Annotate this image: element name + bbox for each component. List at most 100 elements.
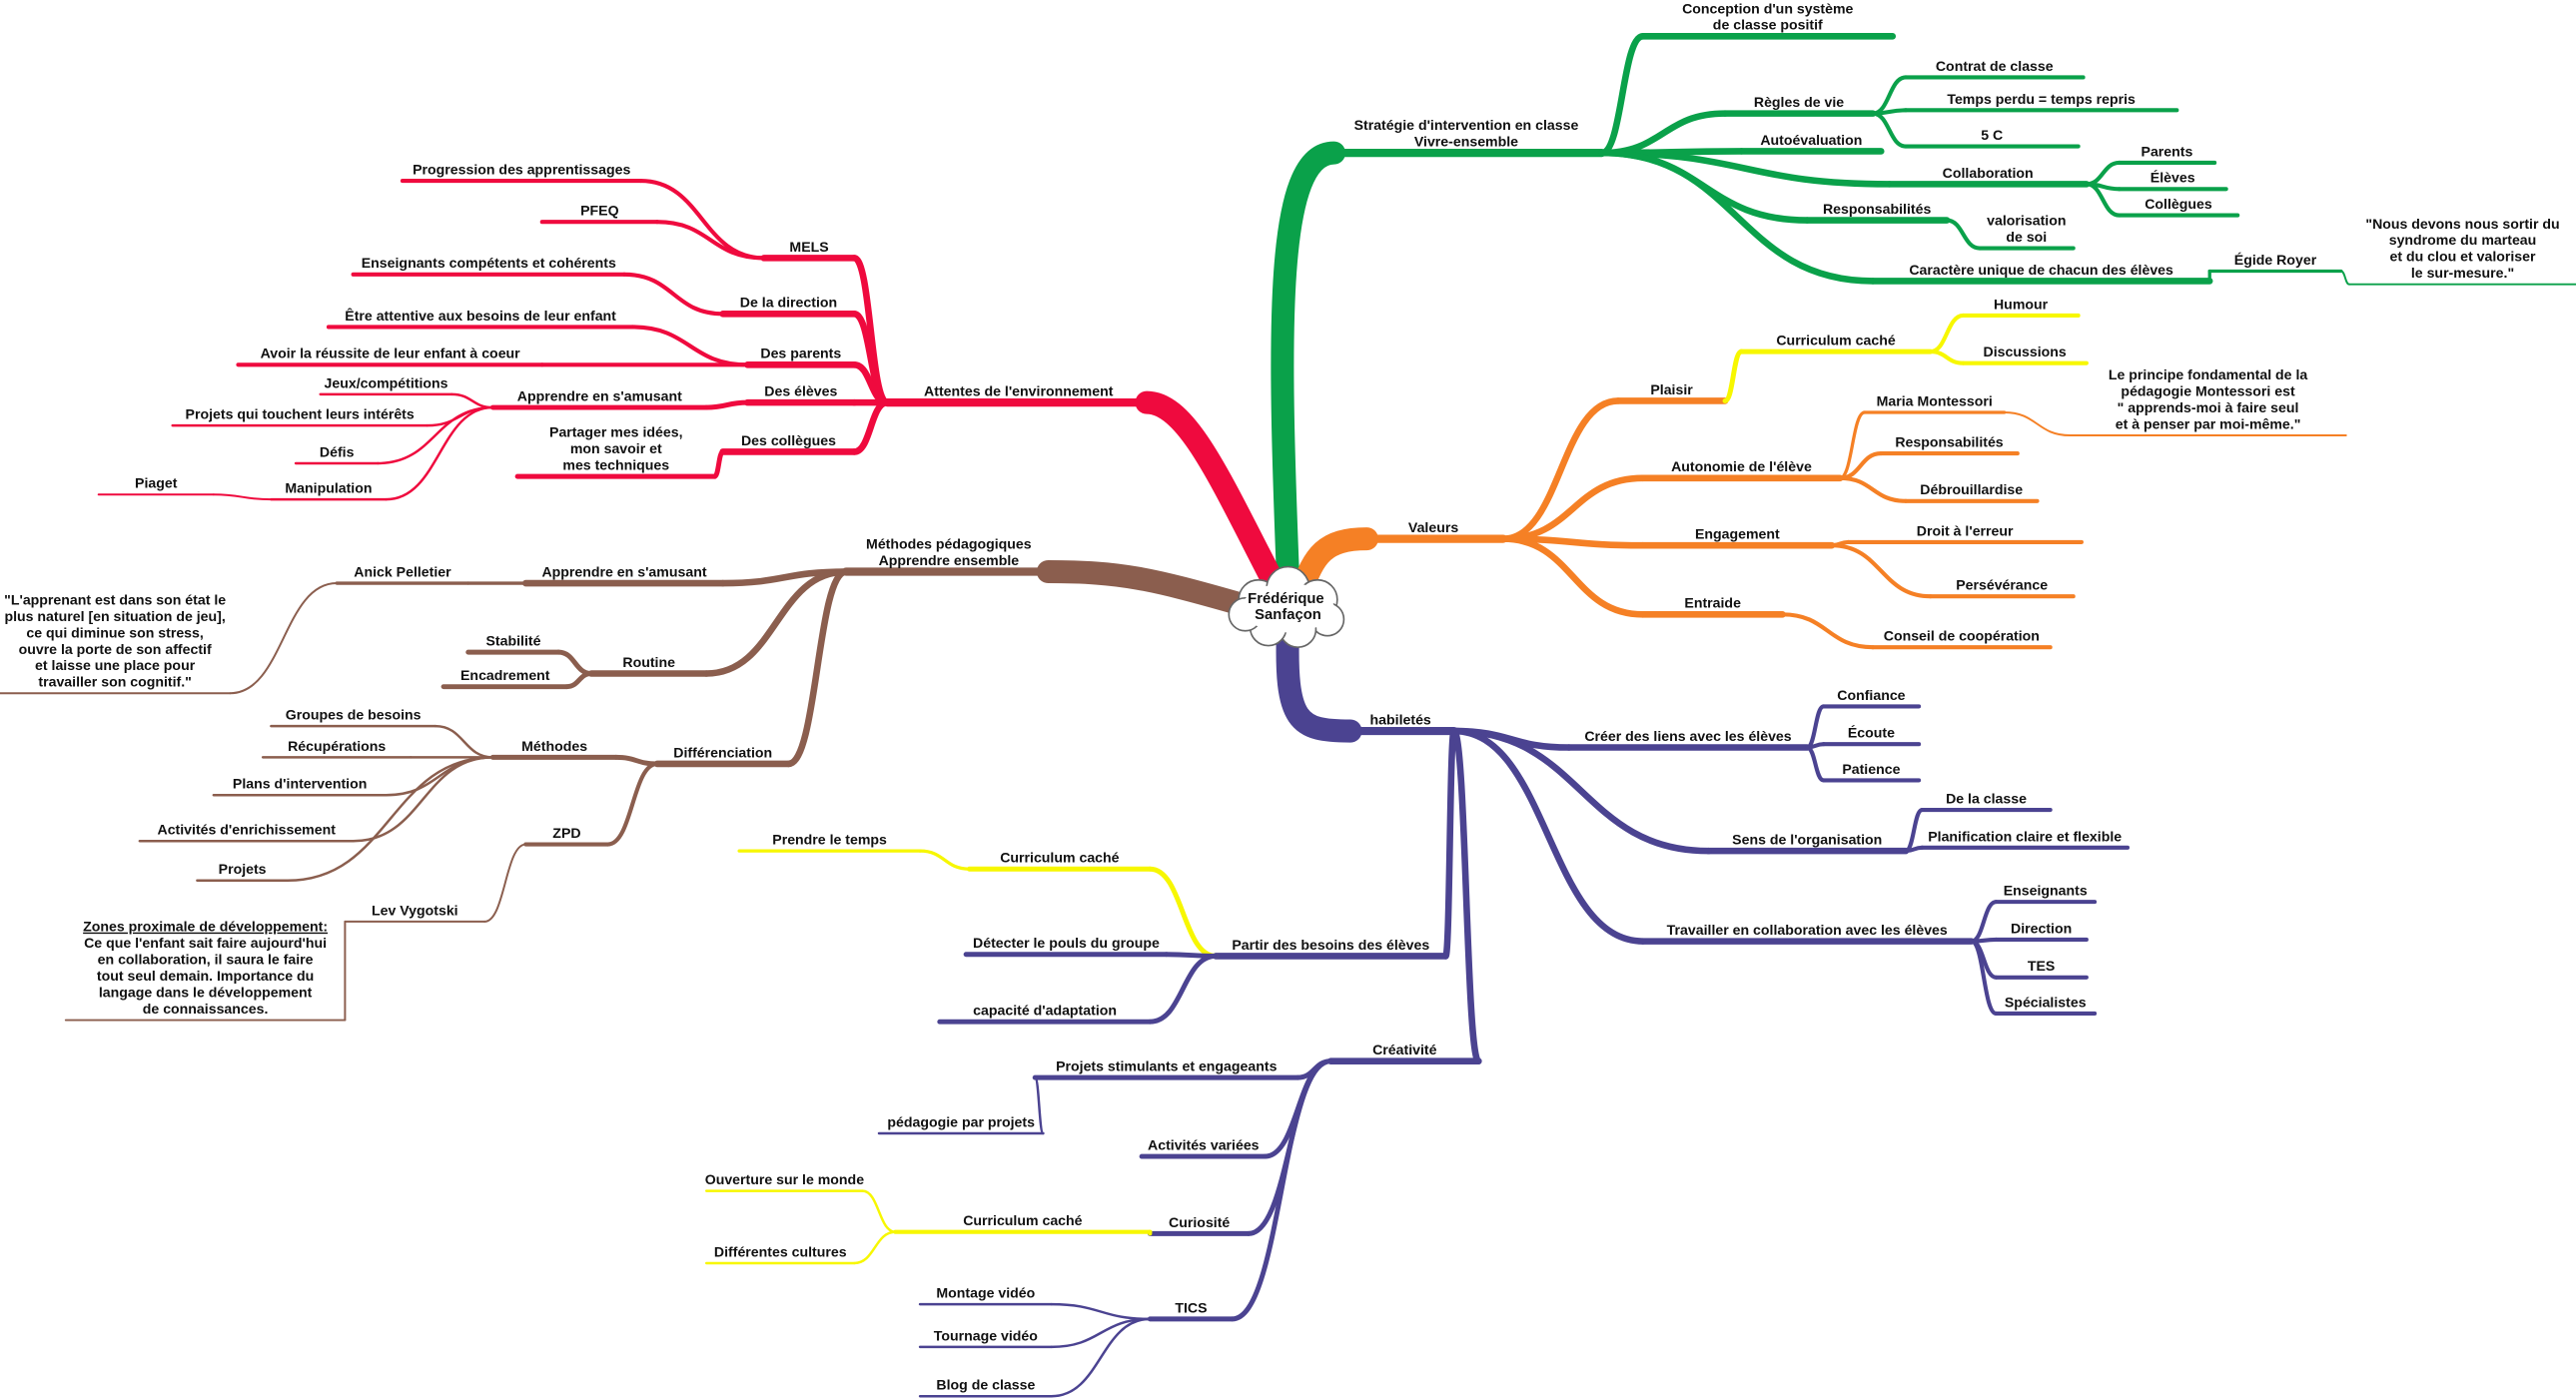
node-activites-variees[interactable]: Activités variées <box>1148 1136 1260 1152</box>
node-recuperations[interactable]: Récupérations <box>288 738 386 754</box>
node-plaisir[interactable]: Plaisir <box>1650 381 1693 397</box>
label-line: Le principe fondamental de la <box>2109 366 2308 382</box>
node-avoir-la-reussite-de-leur-enfant-a-coeur[interactable]: Avoir la réussite de leur enfant à coeur <box>261 346 521 361</box>
node-jeux-competitions[interactable]: Jeux/compétitions <box>325 374 448 390</box>
node-droit-a-l-erreur[interactable]: Droit à l'erreur <box>1917 522 2014 538</box>
node-confiance[interactable]: Confiance <box>1837 687 1905 703</box>
node-creer-des-liens-avec-les-eleves[interactable]: Créer des liens avec les élèves <box>1584 728 1791 744</box>
node-encadrement[interactable]: Encadrement <box>460 667 550 683</box>
node-curiosite[interactable]: Curiosité <box>1169 1214 1230 1230</box>
node-5-c[interactable]: 5 C <box>1981 127 2003 143</box>
node-eleves[interactable]: Élèves <box>2150 170 2195 186</box>
node-activites-d-enrichissement[interactable]: Activités d'enrichissement <box>158 822 337 838</box>
node-prendre-le-temps[interactable]: Prendre le temps <box>772 832 887 848</box>
node-curriculum-cache[interactable]: Curriculum caché <box>963 1212 1082 1228</box>
node-zpd[interactable]: ZPD <box>552 825 580 841</box>
node-piaget[interactable]: Piaget <box>135 475 178 491</box>
node-capacite-d-adaptation[interactable]: capacité d'adaptation <box>973 1003 1117 1019</box>
node-contrat-de-classe[interactable]: Contrat de classe <box>1936 58 2054 74</box>
node-valeurs[interactable]: Valeurs <box>1408 519 1458 535</box>
node-defis[interactable]: Défis <box>320 443 355 459</box>
node-projets-qui-touchent-leurs-interets[interactable]: Projets qui touchent leurs intérêts <box>186 406 415 422</box>
node-differentes-cultures[interactable]: Différentes cultures <box>714 1243 847 1259</box>
node-des-collegues[interactable]: Des collègues <box>741 432 836 448</box>
node-de-la-direction[interactable]: De la direction <box>740 295 837 311</box>
node-travailler-en-collaboration-avec-les-ele[interactable]: Travailler en collaboration avec les élè… <box>1667 922 1948 938</box>
node-autoevaluation[interactable]: Autoévaluation <box>1760 132 1862 148</box>
node-plans-d-intervention[interactable]: Plans d'intervention <box>233 776 367 792</box>
node-routine[interactable]: Routine <box>622 654 675 670</box>
node-curriculum-cache[interactable]: Curriculum caché <box>1776 333 1895 349</box>
node-perseverance[interactable]: Persévérance <box>1956 577 2048 593</box>
node-engagement[interactable]: Engagement <box>1695 526 1780 542</box>
node-temps-perdu-temps-repris[interactable]: Temps perdu = temps repris <box>1947 91 2136 107</box>
node-responsabilites[interactable]: Responsabilités <box>1823 201 1931 217</box>
node-sens-de-l-organisation[interactable]: Sens de l'organisation <box>1732 832 1882 848</box>
node-anick-pelletier[interactable]: Anick Pelletier <box>354 563 451 579</box>
node-enseignants-competents-et-coherents[interactable]: Enseignants compétents et cohérents <box>362 255 616 271</box>
central-topic-cloud[interactable]: Frédérique Sanfaçon <box>1228 565 1345 649</box>
node-detecter-le-pouls-du-groupe[interactable]: Détecter le pouls du groupe <box>973 935 1160 951</box>
node-ouverture-sur-le-monde[interactable]: Ouverture sur le monde <box>705 1171 864 1187</box>
node-specialistes[interactable]: Spécialistes <box>2005 994 2087 1010</box>
node-tournage-video[interactable]: Tournage vidéo <box>934 1327 1038 1343</box>
node-pfeq[interactable]: PFEQ <box>580 203 618 219</box>
node-caractere-unique-de-chacun-des-eleves[interactable]: Caractère unique de chacun des élèves <box>1909 262 2173 278</box>
node-montage-video[interactable]: Montage vidéo <box>936 1285 1035 1301</box>
node-conseil-de-cooperation[interactable]: Conseil de coopération <box>1884 628 2040 644</box>
node-partir-des-besoins-des-eleves[interactable]: Partir des besoins des élèves <box>1232 937 1429 953</box>
node-ecoute[interactable]: Écoute <box>1848 725 1895 741</box>
node-maria-montessori[interactable]: Maria Montessori <box>1877 392 1993 408</box>
node-debrouillardise[interactable]: Débrouillardise <box>1920 481 2023 497</box>
node-humour[interactable]: Humour <box>1994 296 2049 312</box>
node-planification-claire-et-flexible[interactable]: Planification claire et flexible <box>1928 828 2122 844</box>
node-tes[interactable]: TES <box>2028 958 2055 974</box>
node-regles-de-vie[interactable]: Règles de vie <box>1754 94 1844 110</box>
node-blog-de-classe[interactable]: Blog de classe <box>936 1377 1035 1393</box>
branch-connector <box>385 405 494 501</box>
node-enseignants[interactable]: Enseignants <box>2004 883 2088 899</box>
node-responsabilites[interactable]: Responsabilités <box>1895 434 2003 450</box>
node-pedagogie-par-projets[interactable]: pédagogie par projets <box>887 1113 1035 1129</box>
node-zones-proximale-de-developpement[interactable]: Zones proximale de développement:Ce que … <box>83 919 328 1017</box>
node-autonomie-de-l-eleve[interactable]: Autonomie de l'élève <box>1671 458 1812 474</box>
node-differenciation[interactable]: Différenciation <box>673 744 772 760</box>
node-egide-royer[interactable]: Égide Royer <box>2234 252 2317 268</box>
node-manipulation[interactable]: Manipulation <box>285 480 372 496</box>
node-projets[interactable]: Projets <box>219 861 267 877</box>
node-projets-stimulants-et-engageants[interactable]: Projets stimulants et engageants <box>1056 1058 1277 1074</box>
node-groupes-de-besoins[interactable]: Groupes de besoins <box>286 707 422 723</box>
node-methodes[interactable]: Méthodes <box>521 738 587 754</box>
node-collegues[interactable]: Collègues <box>2145 196 2212 212</box>
node-collaboration[interactable]: Collaboration <box>1943 165 2034 181</box>
node-apprendre-en-s-amusant[interactable]: Apprendre en s'amusant <box>517 387 682 403</box>
node-habiletes[interactable]: habiletés <box>1370 711 1431 727</box>
node-tics[interactable]: TICS <box>1175 1299 1207 1315</box>
node-creativite[interactable]: Créativité <box>1372 1042 1437 1057</box>
node-entraide[interactable]: Entraide <box>1684 595 1741 611</box>
node-direction[interactable]: Direction <box>2011 920 2072 936</box>
node-mels[interactable]: MELS <box>789 239 828 255</box>
branch-connector <box>1050 1317 1152 1349</box>
node-parents[interactable]: Parents <box>2142 143 2193 159</box>
node-attentes-de-l-environnement[interactable]: Attentes de l'environnement <box>924 383 1114 399</box>
node-lev-vygotski[interactable]: Lev Vygotski <box>372 902 458 918</box>
node-des-parents[interactable]: Des parents <box>760 346 841 361</box>
node-curriculum-cache[interactable]: Curriculum caché <box>1000 850 1119 866</box>
node-progression-des-apprentissages[interactable]: Progression des apprentissages <box>413 161 630 177</box>
node-patience[interactable]: Patience <box>1842 761 1900 777</box>
node-stabilite[interactable]: Stabilité <box>486 633 541 649</box>
node-etre-attentive-aux-besoins-de-leur-enfan[interactable]: Être attentive aux besoins de leur enfan… <box>345 307 616 324</box>
node-des-eleves[interactable]: Des élèves <box>764 383 837 399</box>
node-discussions[interactable]: Discussions <box>1984 344 2067 359</box>
node-apprendre-en-s-amusant[interactable]: Apprendre en s'amusant <box>541 563 706 579</box>
node-de-la-classe[interactable]: De la classe <box>1946 790 2027 806</box>
